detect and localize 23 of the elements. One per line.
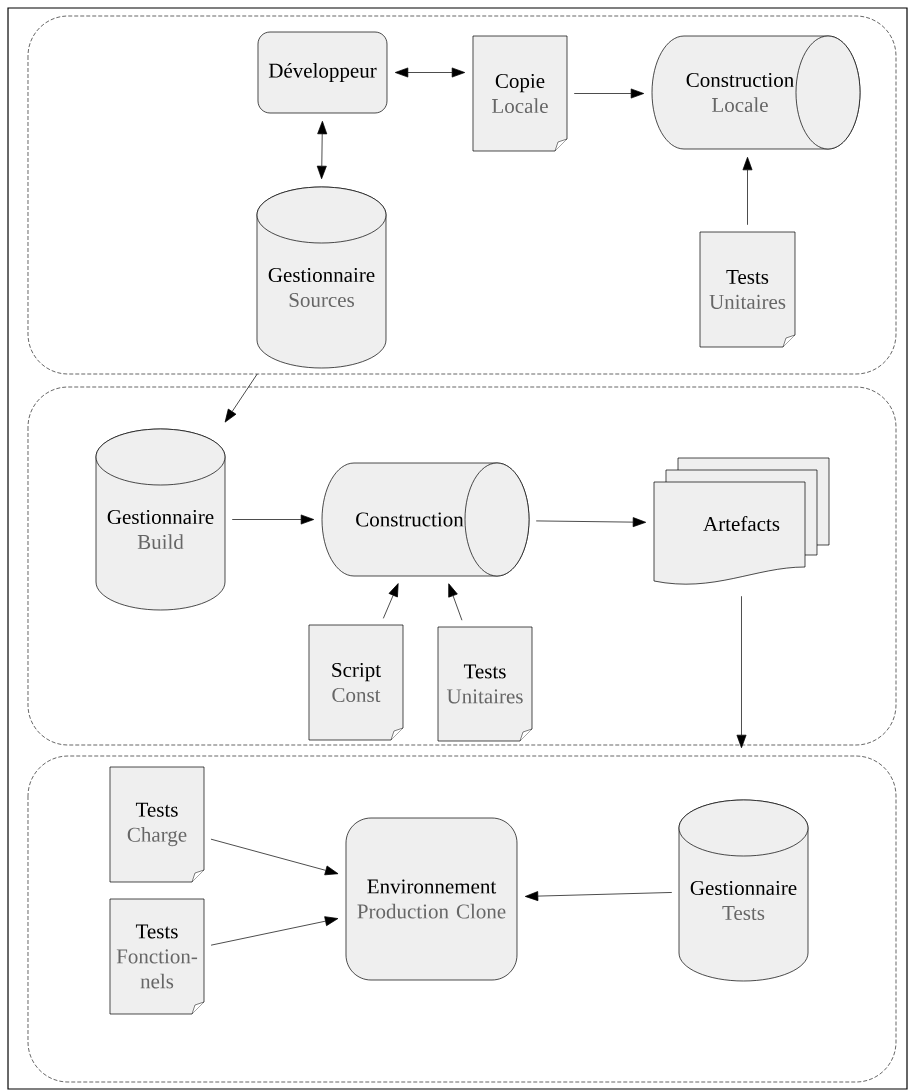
arrow [736,595,747,749]
arrow [382,583,399,619]
horizontal-cylinder: Construction Locale [651,35,861,150]
horizontal-cylinder: Construction [321,462,530,577]
arrow [231,514,315,525]
rounded-box: Développeur [257,31,388,114]
rounded-box: Environnement Production Clone [345,817,518,981]
arrow [316,120,328,180]
arrow [394,67,466,78]
database-cylinder: Gestionnaire Sources [256,186,387,369]
database-cylinder: Gestionnaire Tests [678,799,809,982]
arrow [742,156,753,226]
arrow [210,916,339,946]
group-region [27,15,897,375]
group-region [27,386,897,746]
arrow [210,838,339,876]
arrow [573,88,645,99]
arrow [224,373,258,423]
arrow [448,583,463,621]
arrow [524,891,673,902]
group-region [27,755,897,1083]
database-cylinder: Gestionnaire Build [95,428,226,611]
arrow [535,517,647,528]
